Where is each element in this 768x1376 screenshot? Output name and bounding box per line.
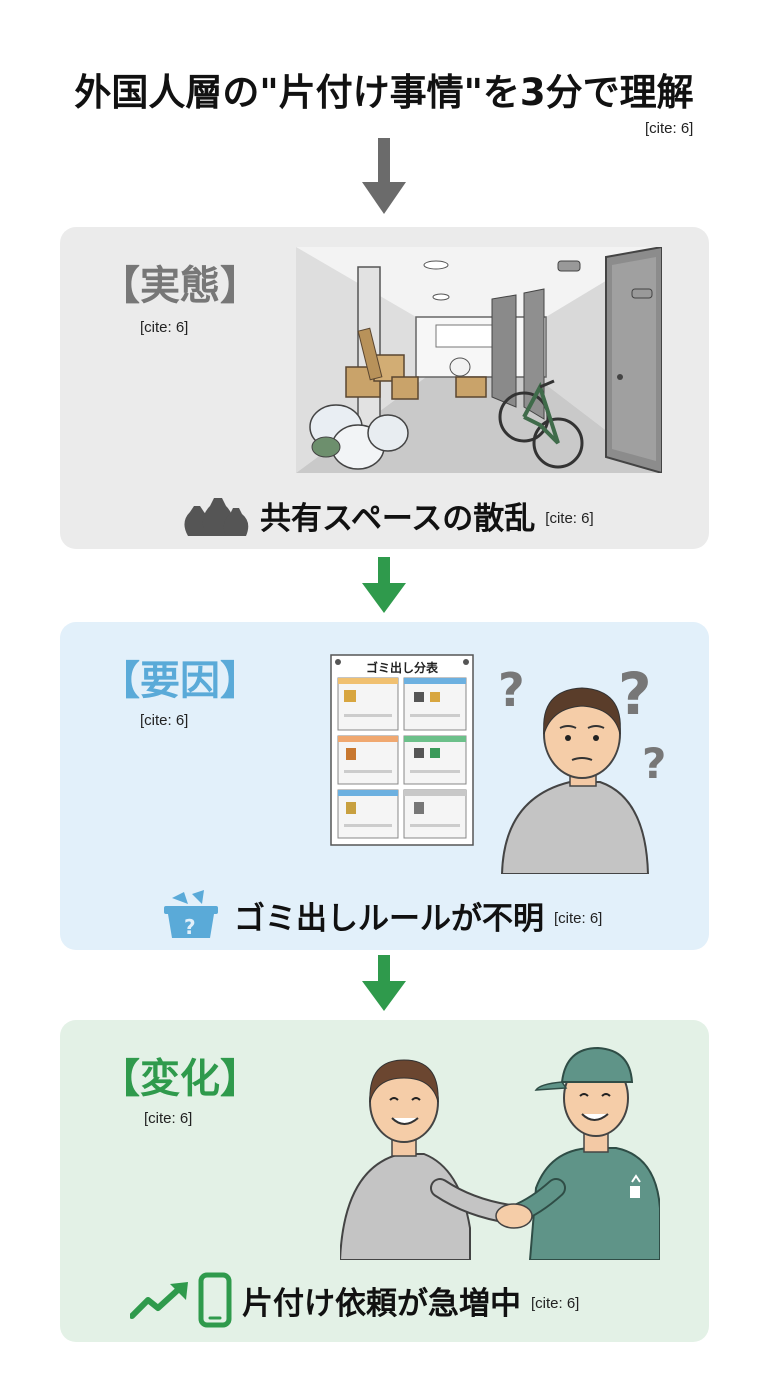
svg-text:?: ? [618, 660, 652, 728]
panel-henka: 【変化】 [cite: 6] [60, 1020, 709, 1342]
panel-caption: 片付け依頼が急増中 [cite: 6] [130, 1272, 579, 1328]
panel-cite: [cite: 6] [140, 319, 189, 336]
svg-text:?: ? [498, 663, 525, 717]
garbage-rules-poster [330, 654, 474, 846]
trend-up-icon [130, 1282, 188, 1319]
down-arrow-icon [362, 955, 406, 1011]
panel-cite: [cite: 6] [144, 1110, 193, 1127]
down-arrow-icon [362, 557, 406, 613]
poster-title: ゴミ出し分表 [365, 661, 438, 675]
confused-person-illustration: ? ? ? [498, 660, 666, 874]
panel-cite: [cite: 6] [140, 712, 189, 729]
question-basket-icon: ? [164, 890, 218, 939]
caption-cite: [cite: 6] [545, 509, 594, 527]
svg-text:?: ? [642, 739, 666, 788]
caption-text: 共有スペースの散乱 [260, 500, 536, 537]
caption-cite: [cite: 6] [554, 909, 603, 927]
panel-caption: ? ゴミ出しルールが不明 [cite: 6] [162, 890, 602, 940]
caption-text: 片付け依頼が急増中 [242, 1285, 521, 1322]
panel-label: 【実態】 [100, 263, 260, 309]
panel-label: 【要因】 [100, 658, 260, 704]
panel-label: 【変化】 [100, 1056, 260, 1102]
smartphone-icon [198, 1272, 232, 1328]
caption-cite: [cite: 6] [531, 1294, 580, 1312]
page-title: 外国人層の"片付け事情"を3分で理解 [74, 71, 694, 114]
garbage-bags-icon [184, 498, 249, 536]
down-arrow-icon [362, 138, 406, 214]
handshake-illustration [340, 1046, 660, 1260]
panel-jittai: 【実態】 [cite: 6] [60, 227, 709, 549]
caption-text: ゴミ出しルールが不明 [234, 900, 544, 937]
panel-caption: 共有スペースの散乱 [cite: 6] [180, 492, 594, 538]
svg-text:?: ? [184, 915, 196, 939]
panel-youin: 【要因】 [cite: 6] ゴミ出し分表 ? ? [60, 622, 709, 950]
cluttered-hallway-illustration [296, 247, 662, 473]
title-cite: [cite: 6] [645, 120, 694, 137]
